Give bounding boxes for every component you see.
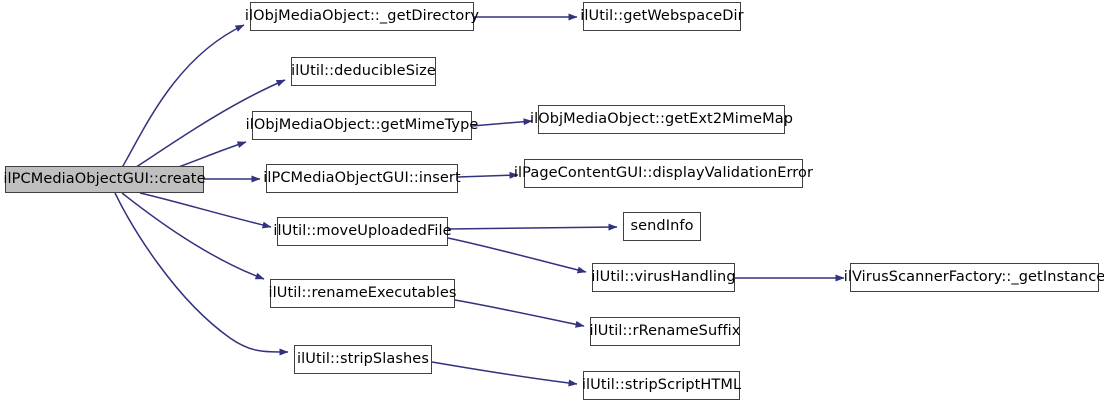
- node-label-getExt2MimeMap: ilObjMediaObject::getExt2MimeMap: [529, 111, 794, 128]
- node-stripScriptHTML[interactable]: ilUtil::stripScriptHTML: [582, 371, 741, 400]
- node-label-sendInfo: sendInfo: [630, 218, 694, 235]
- node-getExt2MimeMap[interactable]: ilObjMediaObject::getExt2MimeMap: [530, 105, 793, 134]
- node-label-insert: ilPCMediaObjectGUI::insert: [263, 170, 461, 187]
- node-label-create: ilPCMediaObjectGUI::create: [3, 171, 206, 188]
- node-stripSlashes[interactable]: ilUtil::stripSlashes: [294, 345, 432, 374]
- node-getDirectory[interactable]: ilObjMediaObject::_getDirectory: [245, 2, 479, 31]
- node-label-getInstance: ilVirusScannerFactory::_getInstance: [843, 269, 1104, 286]
- edge-moveUploadedFile-to-sendInfo: [447, 223, 618, 231]
- node-getMimeType[interactable]: ilObjMediaObject::getMimeType: [246, 111, 478, 140]
- node-sendInfo[interactable]: sendInfo: [623, 212, 701, 241]
- node-moveUploadedFile[interactable]: ilUtil::moveUploadedFile: [273, 217, 452, 246]
- edge-create-to-getDirectory: [116, 24, 245, 177]
- node-label-moveUploadedFile: ilUtil::moveUploadedFile: [273, 223, 452, 240]
- node-getWebspaceDir[interactable]: ilUtil::getWebspaceDir: [580, 2, 744, 31]
- node-deducibleSize[interactable]: ilUtil::deducibleSize: [291, 57, 436, 86]
- node-renameExecutables[interactable]: ilUtil::renameExecutables: [268, 279, 456, 308]
- node-label-stripScriptHTML: ilUtil::stripScriptHTML: [581, 377, 742, 394]
- edge-create-to-renameExecutables: [121, 192, 265, 280]
- node-label-displayValidationError: ilPageContentGUI::displayValidationError: [513, 165, 814, 182]
- node-label-getWebspaceDir: ilUtil::getWebspaceDir: [580, 8, 744, 25]
- node-label-renameExecutables: ilUtil::renameExecutables: [268, 285, 457, 302]
- node-create[interactable]: ilPCMediaObjectGUI::create: [3, 166, 206, 193]
- node-rRenameSuffix[interactable]: ilUtil::rRenameSuffix: [590, 317, 740, 346]
- node-label-getMimeType: ilObjMediaObject::getMimeType: [245, 117, 479, 134]
- node-label-deducibleSize: ilUtil::deducibleSize: [291, 63, 436, 80]
- node-label-virusHandling: ilUtil::virusHandling: [591, 269, 736, 286]
- edge-moveUploadedFile-to-virusHandling: [447, 237, 587, 274]
- node-insert[interactable]: ilPCMediaObjectGUI::insert: [263, 164, 461, 193]
- node-displayValidationError[interactable]: ilPageContentGUI::displayValidationError: [514, 159, 813, 188]
- edge-create-to-stripSlashes: [114, 192, 289, 356]
- edge-renameExecutables-to-rRenameSuffix: [454, 299, 585, 328]
- node-label-getDirectory: ilObjMediaObject::_getDirectory: [244, 8, 480, 25]
- node-virusHandling[interactable]: ilUtil::virusHandling: [591, 263, 736, 292]
- edge-create-to-moveUploadedFile: [139, 192, 272, 229]
- node-label-rRenameSuffix: ilUtil::rRenameSuffix: [589, 323, 741, 340]
- node-getInstance[interactable]: ilVirusScannerFactory::_getInstance: [844, 263, 1104, 292]
- node-label-stripSlashes: ilUtil::stripSlashes: [297, 351, 429, 368]
- edge-stripSlashes-to-stripScriptHTML: [431, 361, 578, 387]
